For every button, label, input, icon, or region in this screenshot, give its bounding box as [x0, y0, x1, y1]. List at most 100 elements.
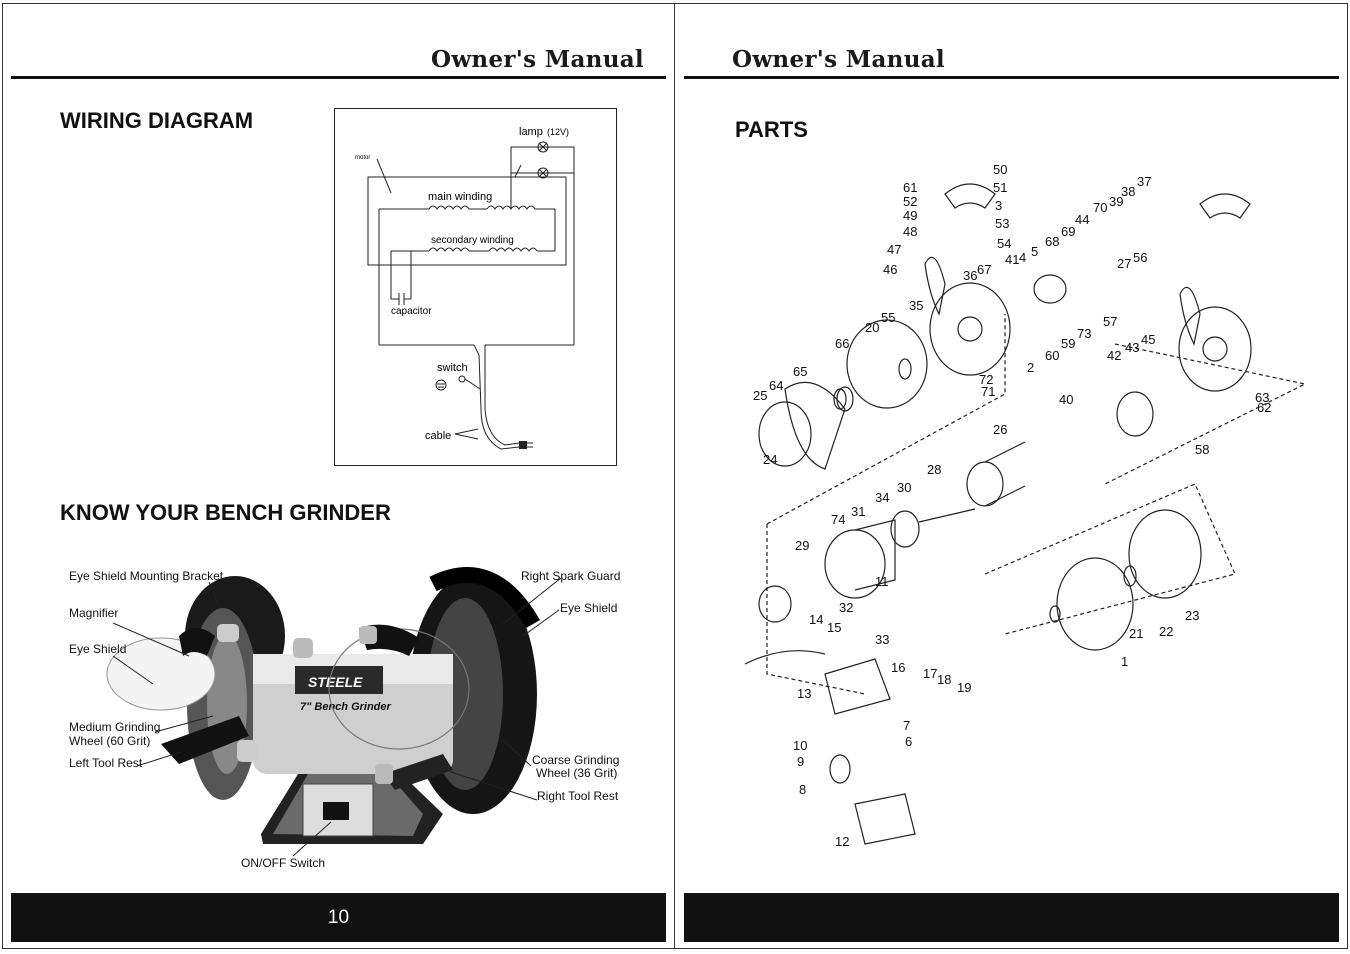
part-number-14: 14 — [809, 612, 823, 627]
part-number-65: 65 — [793, 364, 807, 379]
part-number-50: 50 — [993, 162, 1007, 177]
part-number-73: 73 — [1077, 326, 1091, 341]
model-label: 7" Bench Grinder — [300, 701, 392, 713]
part-number-10: 10 — [793, 738, 807, 753]
wiring-diagram-title: WIRING DIAGRAM — [60, 108, 254, 133]
right-tool-rest — [383, 754, 453, 790]
part-number-66: 66 — [835, 336, 849, 351]
part-number-46: 46 — [883, 262, 897, 277]
label-medium-wheel-line2: Wheel (60 Grit) — [69, 734, 151, 748]
part-number-36: 36 — [963, 268, 977, 283]
part-number-25: 25 — [753, 388, 767, 403]
part-number-74: 74 — [831, 512, 845, 527]
page-header: Owner's Manual — [732, 46, 945, 73]
part-number-8: 8 — [799, 782, 806, 797]
part-number-33: 33 — [875, 632, 889, 647]
secondary-winding-label: secondary winding — [431, 235, 514, 246]
part-number-12: 12 — [835, 834, 849, 849]
brand-plate — [295, 666, 383, 694]
part-number-5: 5 — [1031, 244, 1038, 259]
part-number-57: 57 — [1103, 314, 1117, 329]
part-number-64: 64 — [769, 378, 783, 393]
know-your-bench-grinder-title: KNOW YOUR BENCH GRINDER — [60, 500, 391, 525]
part-number-34: 34 — [875, 490, 889, 505]
label-on-off-switch: ON/OFF Switch — [241, 856, 326, 870]
label-left-tool-rest: Left Tool Rest — [69, 756, 143, 770]
parts-title: PARTS — [735, 117, 808, 142]
part-number-40: 40 — [1059, 392, 1073, 407]
part-number-7: 7 — [903, 718, 910, 733]
part-number-48: 48 — [903, 224, 917, 239]
part-number-53: 53 — [995, 216, 1009, 231]
capacitor-label: capacitor — [391, 306, 432, 317]
header-rule — [684, 76, 1339, 79]
part-number-30: 30 — [897, 480, 911, 495]
label-magnifier: Magnifier — [69, 606, 119, 620]
page-header: Owner's Manual — [431, 46, 644, 73]
part-number-55: 55 — [881, 310, 895, 325]
part-number-29: 29 — [795, 538, 809, 553]
part-number-6: 6 — [905, 734, 912, 749]
part-number-11: 11 — [875, 574, 889, 589]
switch-label: switch — [437, 362, 468, 374]
part-number-52: 52 — [903, 194, 917, 209]
part-number-28: 28 — [927, 462, 941, 477]
part-number-62: 62 — [1257, 400, 1271, 415]
part-number-18: 18 — [937, 672, 951, 687]
part-number-26: 26 — [993, 422, 1007, 437]
part-number-16: 16 — [891, 660, 905, 675]
label-coarse-wheel-line1: Coarse Grinding — [532, 753, 620, 767]
part-number-56: 56 — [1133, 250, 1147, 265]
part-number-54: 54 — [997, 236, 1011, 251]
part-number-41: 41 — [1005, 252, 1019, 267]
part-number-71: 71 — [981, 384, 995, 399]
lamp-box — [510, 146, 575, 174]
part-number-47: 47 — [887, 242, 901, 257]
lamp-label: lamp — [519, 126, 543, 138]
label-eye-shield-right: Eye Shield — [560, 601, 618, 615]
bench-grinder-illustration: STEELE 7" Bench Grinder — [106, 567, 562, 857]
part-number-13: 13 — [797, 686, 811, 701]
part-number-20: 20 — [865, 320, 879, 335]
part-number-35: 35 — [909, 298, 923, 313]
motor-box — [367, 176, 567, 266]
page-number: 10 — [327, 906, 350, 928]
part-number-23: 23 — [1185, 608, 1199, 623]
part-number-15: 15 — [827, 620, 841, 635]
part-number-68: 68 — [1045, 234, 1059, 249]
page-footer — [684, 893, 1339, 942]
part-number-37: 37 — [1137, 174, 1151, 189]
part-number-17: 17 — [923, 666, 937, 681]
wiring-diagram-svg: lamp (12V) motor main winding secondary … — [355, 126, 575, 450]
part-number-4: 4 — [1019, 250, 1026, 265]
right-spark-guard — [429, 567, 540, 629]
part-number-24: 24 — [763, 452, 777, 467]
part-number-2: 2 — [1027, 360, 1034, 375]
part-number-69: 69 — [1061, 224, 1075, 239]
part-number-3: 3 — [995, 198, 1002, 213]
header-rule — [11, 76, 666, 79]
part-number-49: 49 — [903, 208, 917, 223]
part-number-32: 32 — [839, 600, 853, 615]
motor-label: motor — [355, 155, 370, 161]
part-number-22: 22 — [1159, 624, 1173, 639]
part-number-60: 60 — [1045, 348, 1059, 363]
main-winding-label: main winding — [428, 191, 492, 203]
part-number-19: 19 — [957, 680, 971, 695]
part-number-27: 27 — [1117, 256, 1131, 271]
part-number-38: 38 — [1121, 184, 1135, 199]
part-number-58: 58 — [1195, 442, 1209, 457]
cable-label: cable — [425, 430, 451, 442]
part-number-39: 39 — [1109, 194, 1123, 209]
part-number-59: 59 — [1061, 336, 1075, 351]
left-page: Owner's Manual WIRING DIAGRAM — [2, 3, 675, 949]
part-number-51: 51 — [993, 180, 1007, 195]
lamp-voltage-label: (12V) — [547, 127, 569, 137]
right-page: Owner's Manual PARTS — [674, 3, 1348, 949]
part-number-31: 31 — [851, 504, 865, 519]
brand-label: STEELE — [308, 674, 363, 690]
label-eye-shield-left: Eye Shield — [69, 642, 127, 656]
label-right-tool-rest: Right Tool Rest — [537, 789, 619, 803]
magnifier — [179, 628, 215, 656]
